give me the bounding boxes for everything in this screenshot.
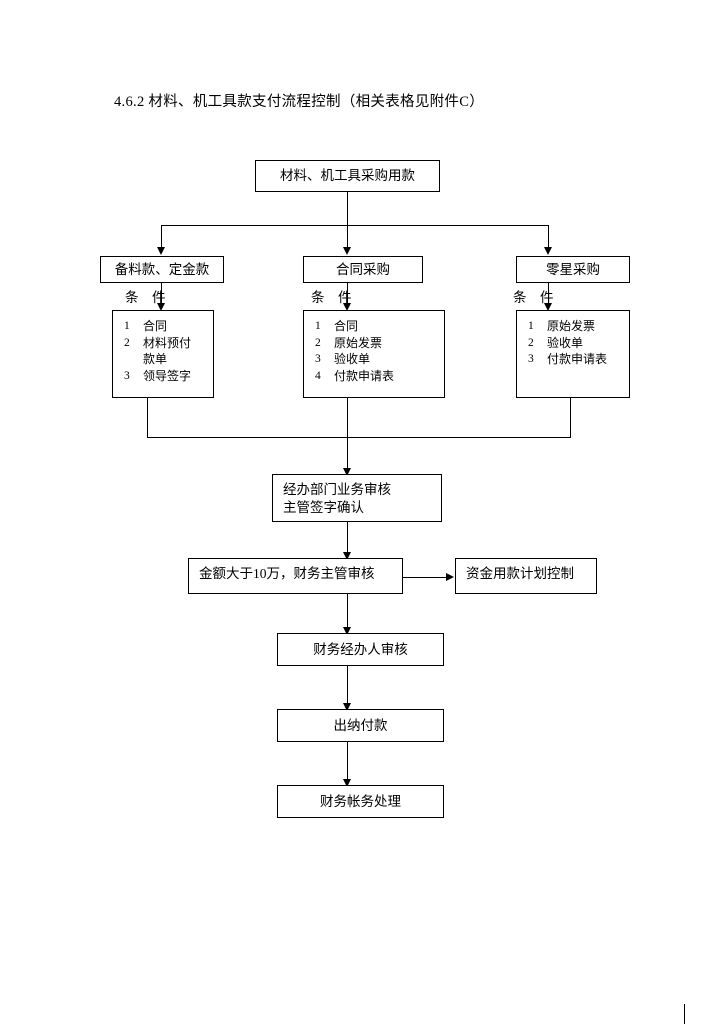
list-item-label: 付款申请表 — [547, 352, 608, 366]
connector-branch-1-to-conditions — [161, 283, 162, 305]
list-item: 1 合同 — [113, 318, 213, 335]
flow-node-cashier-payment[interactable]: 出纳付款 — [277, 709, 444, 742]
flow-node-branch-prepayment[interactable]: 备料款、定金款 — [100, 256, 224, 283]
connector-merge-left-drop — [147, 398, 148, 437]
connector-start-to-bus — [347, 192, 348, 226]
flow-node-branch-contract[interactable]: 合同采购 — [303, 256, 423, 283]
page-footer-mark — [684, 1004, 685, 1024]
list-item-label: 付款申请表 — [334, 368, 395, 383]
connector-merge-right-run — [347, 437, 571, 438]
list-item-number: 2 — [124, 336, 130, 349]
flow-node-fund-plan-control-label: 资金用款计划控制 — [466, 566, 574, 581]
connector-bus-to-branch-3 — [548, 225, 549, 248]
arrow-branch-3-to-conditions — [544, 303, 552, 311]
arrow-branch-1-to-conditions — [157, 303, 165, 311]
list-item-number: 3 — [528, 353, 534, 365]
list-item-number: 4 — [315, 369, 321, 382]
list-item-label: 合同 — [334, 319, 359, 333]
flow-node-start[interactable]: 材料、机工具采购用款 — [255, 160, 440, 192]
list-item-number: 1 — [315, 320, 321, 332]
arrow-amount-check-to-clerk-review — [343, 627, 351, 635]
list-item: 1 合同 — [304, 318, 444, 335]
condition-label-branch-contract: 条 件 — [311, 290, 352, 305]
arrow-merge-to-dept-review — [343, 468, 351, 476]
list-item: 1 原始发票 — [517, 318, 629, 335]
list-item: 2 验收单 — [517, 335, 629, 352]
condition-label-branch-prepayment: 条 件 — [125, 290, 166, 305]
connector-merge-left-run — [147, 437, 348, 438]
flow-node-start-label: 材料、机工具采购用款 — [280, 168, 415, 183]
arrow-amount-check-to-fund-plan — [446, 572, 454, 581]
list-item: 4 付款申请表 — [304, 368, 444, 385]
condition-label-branch-sporadic: 条 件 — [513, 290, 554, 305]
flow-node-branch-prepayment-label: 备料款、定金款 — [114, 261, 210, 277]
list-item: 2 材料预付 款单 — [113, 335, 213, 368]
connector-bus-to-branch-1 — [161, 225, 162, 248]
list-item: 2 原始发票 — [304, 335, 444, 352]
list-item-number: 3 — [124, 369, 130, 382]
connector-merge-right-drop — [570, 398, 571, 437]
list-item: 3 领导签字 — [113, 368, 213, 385]
flow-node-cashier-payment-label: 出纳付款 — [333, 717, 388, 733]
arrow-cashier-to-accounting — [343, 779, 351, 787]
list-item-number: 2 — [528, 336, 534, 349]
connector-branch-2-to-conditions — [347, 283, 348, 305]
flow-node-fund-plan-control[interactable]: 资金用款计划控制 — [455, 558, 597, 594]
list-item-label: 验收单 — [547, 335, 584, 350]
condition-list-sporadic[interactable]: 1 原始发票 2 验收单 3 付款申请表 — [516, 310, 630, 398]
list-item-number: 1 — [124, 320, 130, 332]
condition-list-prepayment[interactable]: 1 合同 2 材料预付 款单 3 领导签字 — [112, 310, 214, 398]
connector-dept-review-to-amount-check — [347, 522, 348, 555]
list-item-label: 领导签字 — [143, 368, 192, 383]
connector-amount-check-to-fund-plan — [403, 577, 447, 578]
flow-node-amount-check-label: 金额大于10万，财务主管审核 — [199, 566, 375, 581]
page-title: 4.6.2 材料、机工具款支付流程控制（相关表格见附件C） — [114, 94, 484, 110]
list-item: 3 付款申请表 — [517, 351, 629, 368]
flow-node-finance-clerk-review-label: 财务经办人审核 — [313, 641, 408, 657]
arrow-clerk-review-to-cashier — [343, 703, 351, 711]
list-item-label: 原始发票 — [547, 319, 596, 333]
flow-node-branch-contract-label: 合同采购 — [336, 261, 390, 277]
flow-node-branch-sporadic-label: 零星采购 — [546, 261, 600, 277]
arrow-bus-to-branch-2 — [343, 247, 351, 255]
list-item: 3 验收单 — [304, 351, 444, 368]
list-item-label: 原始发票 — [334, 335, 383, 350]
list-item-label: 材料预付 款单 — [143, 335, 192, 367]
list-item-number: 3 — [315, 353, 321, 365]
connector-merge-to-dept-review — [347, 398, 348, 470]
list-item-number: 1 — [528, 320, 534, 332]
connector-cashier-to-accounting — [347, 742, 348, 781]
flow-node-finance-clerk-review[interactable]: 财务经办人审核 — [277, 633, 444, 666]
connector-amount-check-to-clerk-review — [347, 594, 348, 629]
arrow-branch-2-to-conditions — [343, 303, 351, 311]
condition-list-contract[interactable]: 1 合同 2 原始发票 3 验收单 4 付款申请表 — [303, 310, 445, 398]
flow-node-dept-review[interactable]: 经办部门业务审核 主管签字确认 — [272, 474, 442, 522]
flow-node-accounting-process[interactable]: 财务帐务处理 — [277, 785, 444, 818]
arrow-bus-to-branch-3 — [544, 247, 552, 255]
connector-bus-to-branch-2 — [347, 225, 348, 248]
connector-branch-3-to-conditions — [548, 283, 549, 305]
connector-branch-bus — [161, 225, 548, 226]
flow-node-accounting-process-label: 财务帐务处理 — [320, 793, 401, 809]
list-item-number: 2 — [315, 336, 321, 349]
connector-clerk-review-to-cashier — [347, 666, 348, 705]
arrow-bus-to-branch-1 — [157, 247, 165, 255]
flow-node-amount-check[interactable]: 金额大于10万，财务主管审核 — [188, 558, 403, 594]
flow-node-branch-sporadic[interactable]: 零星采购 — [516, 256, 630, 283]
list-item-label: 合同 — [143, 319, 168, 333]
arrow-dept-review-to-amount-check — [343, 552, 351, 560]
list-item-label: 验收单 — [334, 352, 371, 366]
flow-node-dept-review-label: 经办部门业务审核 主管签字确认 — [283, 482, 391, 515]
